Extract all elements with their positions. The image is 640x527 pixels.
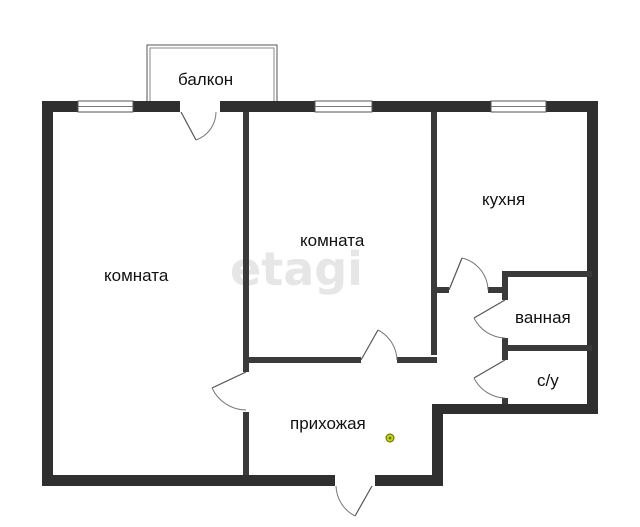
label-toilet: с/у [537,371,559,390]
door-swing-icon [180,111,217,141]
watermark: etagi [230,242,363,296]
label-balcony: балкон [178,70,233,89]
location-marker-icon [385,433,395,443]
label-room-middle: комната [300,231,365,250]
door-swing-icon [211,371,249,412]
label-bathroom: ванная [515,308,571,327]
door-swing-icon [448,257,489,291]
window-middle [314,100,373,113]
door-swing-icon [360,329,398,361]
label-kitchen: кухня [482,190,525,209]
window-right [490,100,547,113]
door-swing-icon [473,359,508,399]
label-room-left: комната [104,266,169,285]
label-hallway: прихожая [290,414,366,433]
door-swing-icon [473,299,508,339]
window-left [77,100,134,113]
door-swing-icon [335,475,375,517]
